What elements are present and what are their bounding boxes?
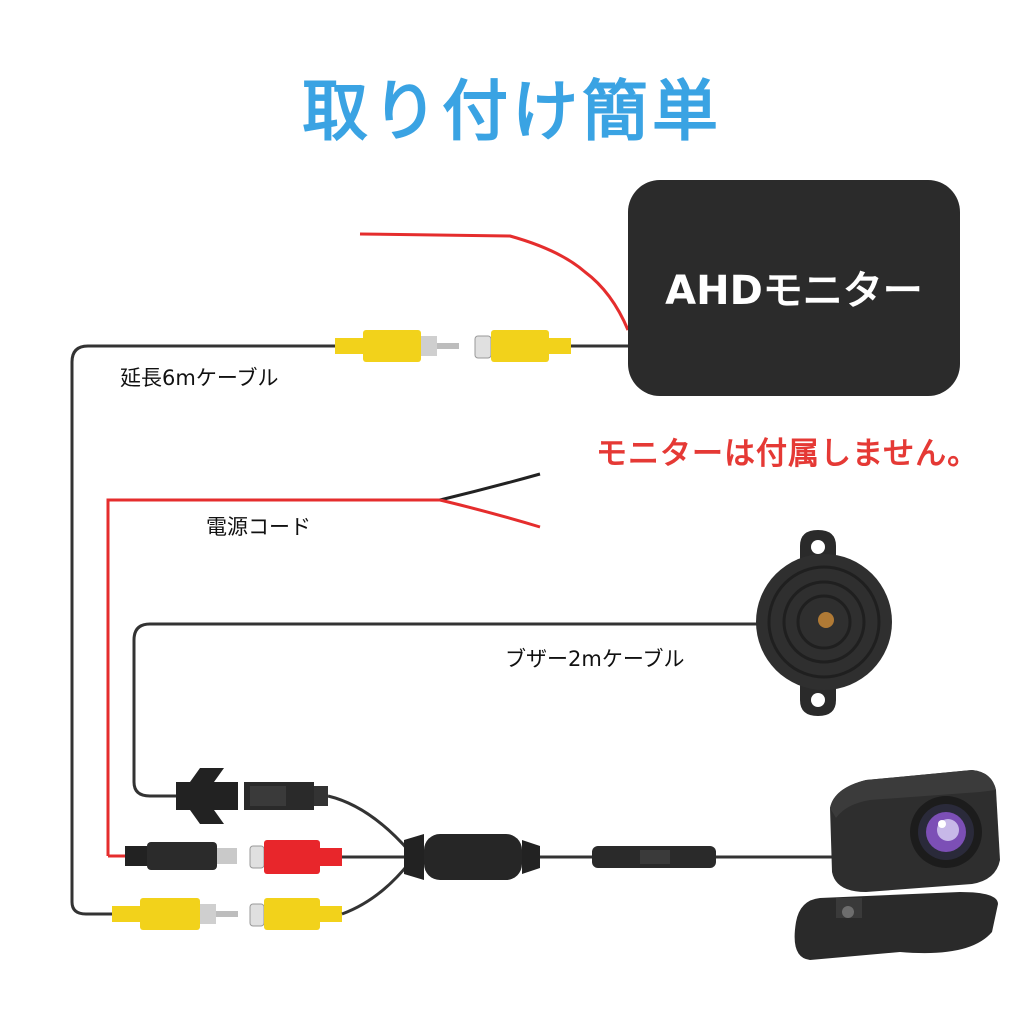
cable-junction — [404, 834, 540, 880]
buzzer-cable-label: ブザー2mケーブル — [505, 647, 685, 671]
harness-wire-video — [341, 861, 412, 916]
extension-cable-label: 延長6mケーブル — [120, 366, 279, 390]
power-cord-red-split — [439, 498, 541, 529]
dc-power-plug — [125, 842, 237, 870]
power-cord-label: 電源コード — [206, 515, 311, 539]
red-rca-jack — [249, 840, 342, 874]
monitor-red-wire — [359, 232, 630, 331]
buzzer — [756, 530, 892, 716]
power-cord-black-split — [439, 472, 541, 502]
inline-connector — [592, 846, 716, 868]
top-rca-plug — [335, 330, 459, 362]
bottom-rca-plug — [112, 898, 238, 930]
top-rca-jack — [474, 330, 571, 362]
monitor-not-included-note: モニターは付属しません。 — [596, 436, 980, 472]
ahd-monitor-label: AHDモニター — [665, 268, 923, 314]
backup-camera — [794, 770, 1000, 960]
bottom-rca-jack — [249, 898, 342, 930]
harness-wire-buzzer — [327, 794, 412, 853]
power-cord — [106, 498, 440, 856]
buzzer-connector — [176, 768, 328, 824]
buzzer-cable — [132, 622, 760, 798]
ahd-monitor — [628, 180, 960, 396]
extension-cable — [70, 344, 335, 916]
page-title: 取り付け簡単 — [302, 73, 722, 150]
